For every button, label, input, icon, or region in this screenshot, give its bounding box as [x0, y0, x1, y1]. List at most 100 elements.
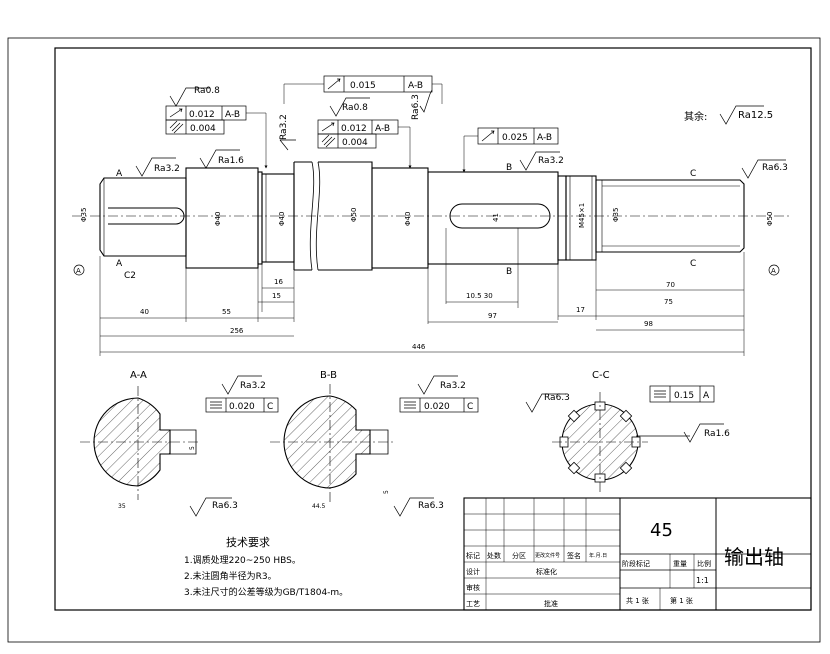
section-c-bottom: C — [690, 259, 696, 269]
dia-body: Φ50 — [350, 208, 358, 222]
tol-right-ref: A-B — [537, 133, 552, 143]
tol-right-runout: 0.025 — [502, 133, 528, 143]
section-aa — [80, 386, 200, 500]
dim-70: 70 — [666, 281, 675, 289]
datum-a-right: A — [771, 267, 776, 275]
ra-aa-bottom: Ra6.3 — [212, 501, 238, 511]
scale-value: 1:1 — [696, 576, 709, 585]
dia-41: 41 — [492, 213, 500, 222]
tb-check: 审核 — [466, 583, 480, 592]
bb-width: 44.5 — [312, 503, 326, 510]
section-aa-title: A-A — [130, 370, 147, 381]
tol-bb-ref: C — [467, 402, 473, 412]
tol-mid-ref: A-B — [375, 124, 390, 134]
dimension-lines — [99, 228, 745, 356]
ra-cc-left: Ra6.3 — [544, 393, 570, 403]
tb-date: 年.月.日 — [589, 552, 607, 559]
tb-count: 处数 — [487, 551, 501, 560]
material: 45 — [650, 520, 673, 541]
tol-cc-sym: 0.15 — [674, 391, 694, 401]
tol-mid-cyl: 0.004 — [342, 138, 368, 148]
tol-aa-sym: 0.020 — [229, 402, 255, 412]
tol-top-runout: 0.015 — [350, 81, 376, 91]
tb-zone: 分区 — [512, 551, 526, 560]
ra-cc-right: Ra1.6 — [704, 429, 730, 439]
total-sheets: 共 1 张 — [626, 596, 649, 605]
tb-change-doc: 更改文件号 — [535, 552, 560, 559]
tol-left-ref: A-B — [225, 110, 240, 120]
section-c-top: C — [690, 169, 696, 179]
section-bb-title: B-B — [320, 370, 337, 381]
dia-groove: Φ40 — [278, 212, 286, 226]
section-b-top: B — [506, 163, 512, 173]
ra32-vertical: Ra3.2 — [279, 114, 289, 140]
bb-depth: 5 — [383, 490, 390, 494]
thread-label: M45×1 — [578, 203, 586, 228]
tol-cc-ref: A — [703, 391, 710, 401]
ra-bb-bottom: Ra6.3 — [418, 501, 444, 511]
tb-mark: 标记 — [466, 551, 480, 560]
dim-75: 75 — [664, 298, 673, 306]
ra32-right: Ra3.2 — [538, 156, 564, 166]
dim-55: 55 — [222, 308, 231, 316]
tb-design: 设计 — [466, 567, 480, 576]
tb-approve: 批准 — [544, 599, 558, 608]
dim-17: 17 — [576, 306, 585, 314]
tol-aa-ref: C — [267, 402, 273, 412]
rest-value: Ra12.5 — [738, 110, 773, 121]
section-cc — [552, 392, 648, 492]
ra32-left: Ra3.2 — [154, 164, 180, 174]
tol-top-ref: A-B — [408, 81, 423, 91]
aa-width: 35 — [118, 503, 126, 510]
dim-98: 98 — [644, 320, 653, 328]
tb-standardize: 标准化 — [536, 567, 557, 576]
section-b-bottom: B — [506, 267, 512, 277]
tech-item-3: 3.未注尺寸的公差等级为GB/T1804-m。 — [184, 586, 348, 598]
section-bb — [270, 384, 394, 502]
dia-collar: Φ40 — [214, 212, 222, 226]
outer-frame — [7, 37, 821, 643]
ra63-vertical: Ra6.3 — [411, 94, 421, 120]
tb-sign: 签名 — [567, 551, 581, 560]
dim-256: 256 — [230, 327, 244, 335]
section-cc-title: C-C — [592, 370, 610, 381]
dia-journal: Φ40 — [404, 212, 412, 226]
rest-label: 其余: — [684, 110, 707, 123]
tb-process: 工艺 — [466, 600, 480, 608]
dia-right-inner: Φ35 — [612, 208, 620, 222]
tech-title: 技术要求 — [226, 536, 270, 549]
tol-left-runout: 0.012 — [189, 110, 215, 120]
dim-446: 446 — [412, 343, 426, 351]
ra-aa-top: Ra3.2 — [240, 381, 266, 391]
scale-label: 比例 — [697, 559, 711, 568]
tech-item-2: 2.未注圆角半径为R3。 — [184, 570, 277, 582]
dim-40: 40 — [140, 308, 149, 316]
tech-item-1: 1.调质处理220~250 HBS。 — [184, 554, 301, 566]
aa-depth: 5 — [189, 446, 196, 450]
tol-mid-runout: 0.012 — [341, 124, 367, 134]
ra08-b: Ra0.8 — [342, 103, 368, 113]
ra16-left: Ra1.6 — [218, 156, 244, 166]
section-a-bottom: A — [116, 259, 123, 269]
chamfer-label: C2 — [124, 271, 136, 281]
dim-105-30: 10.5 30 — [466, 292, 493, 300]
dia-right: Φ50 — [766, 212, 774, 226]
weight-label: 重量 — [673, 560, 687, 568]
dia-left: Φ35 — [80, 208, 88, 222]
tol-left-cyl: 0.004 — [190, 124, 216, 134]
part-name: 输出轴 — [724, 545, 784, 569]
ra08-a: Ra0.8 — [194, 86, 220, 96]
section-a-top: A — [116, 169, 123, 179]
title-block — [463, 497, 812, 611]
dim-16: 16 — [274, 278, 283, 286]
tol-bb-sym: 0.020 — [424, 402, 450, 412]
stage-label: 阶段标记 — [622, 559, 650, 568]
dim-15: 15 — [272, 292, 281, 300]
datum-a-left: A — [76, 267, 81, 275]
ra-bb-top: Ra3.2 — [440, 381, 466, 391]
inner-frame — [54, 47, 812, 611]
dim-97: 97 — [488, 312, 497, 320]
sheet-number: 第 1 张 — [670, 596, 693, 605]
ra63-right: Ra6.3 — [762, 163, 788, 173]
